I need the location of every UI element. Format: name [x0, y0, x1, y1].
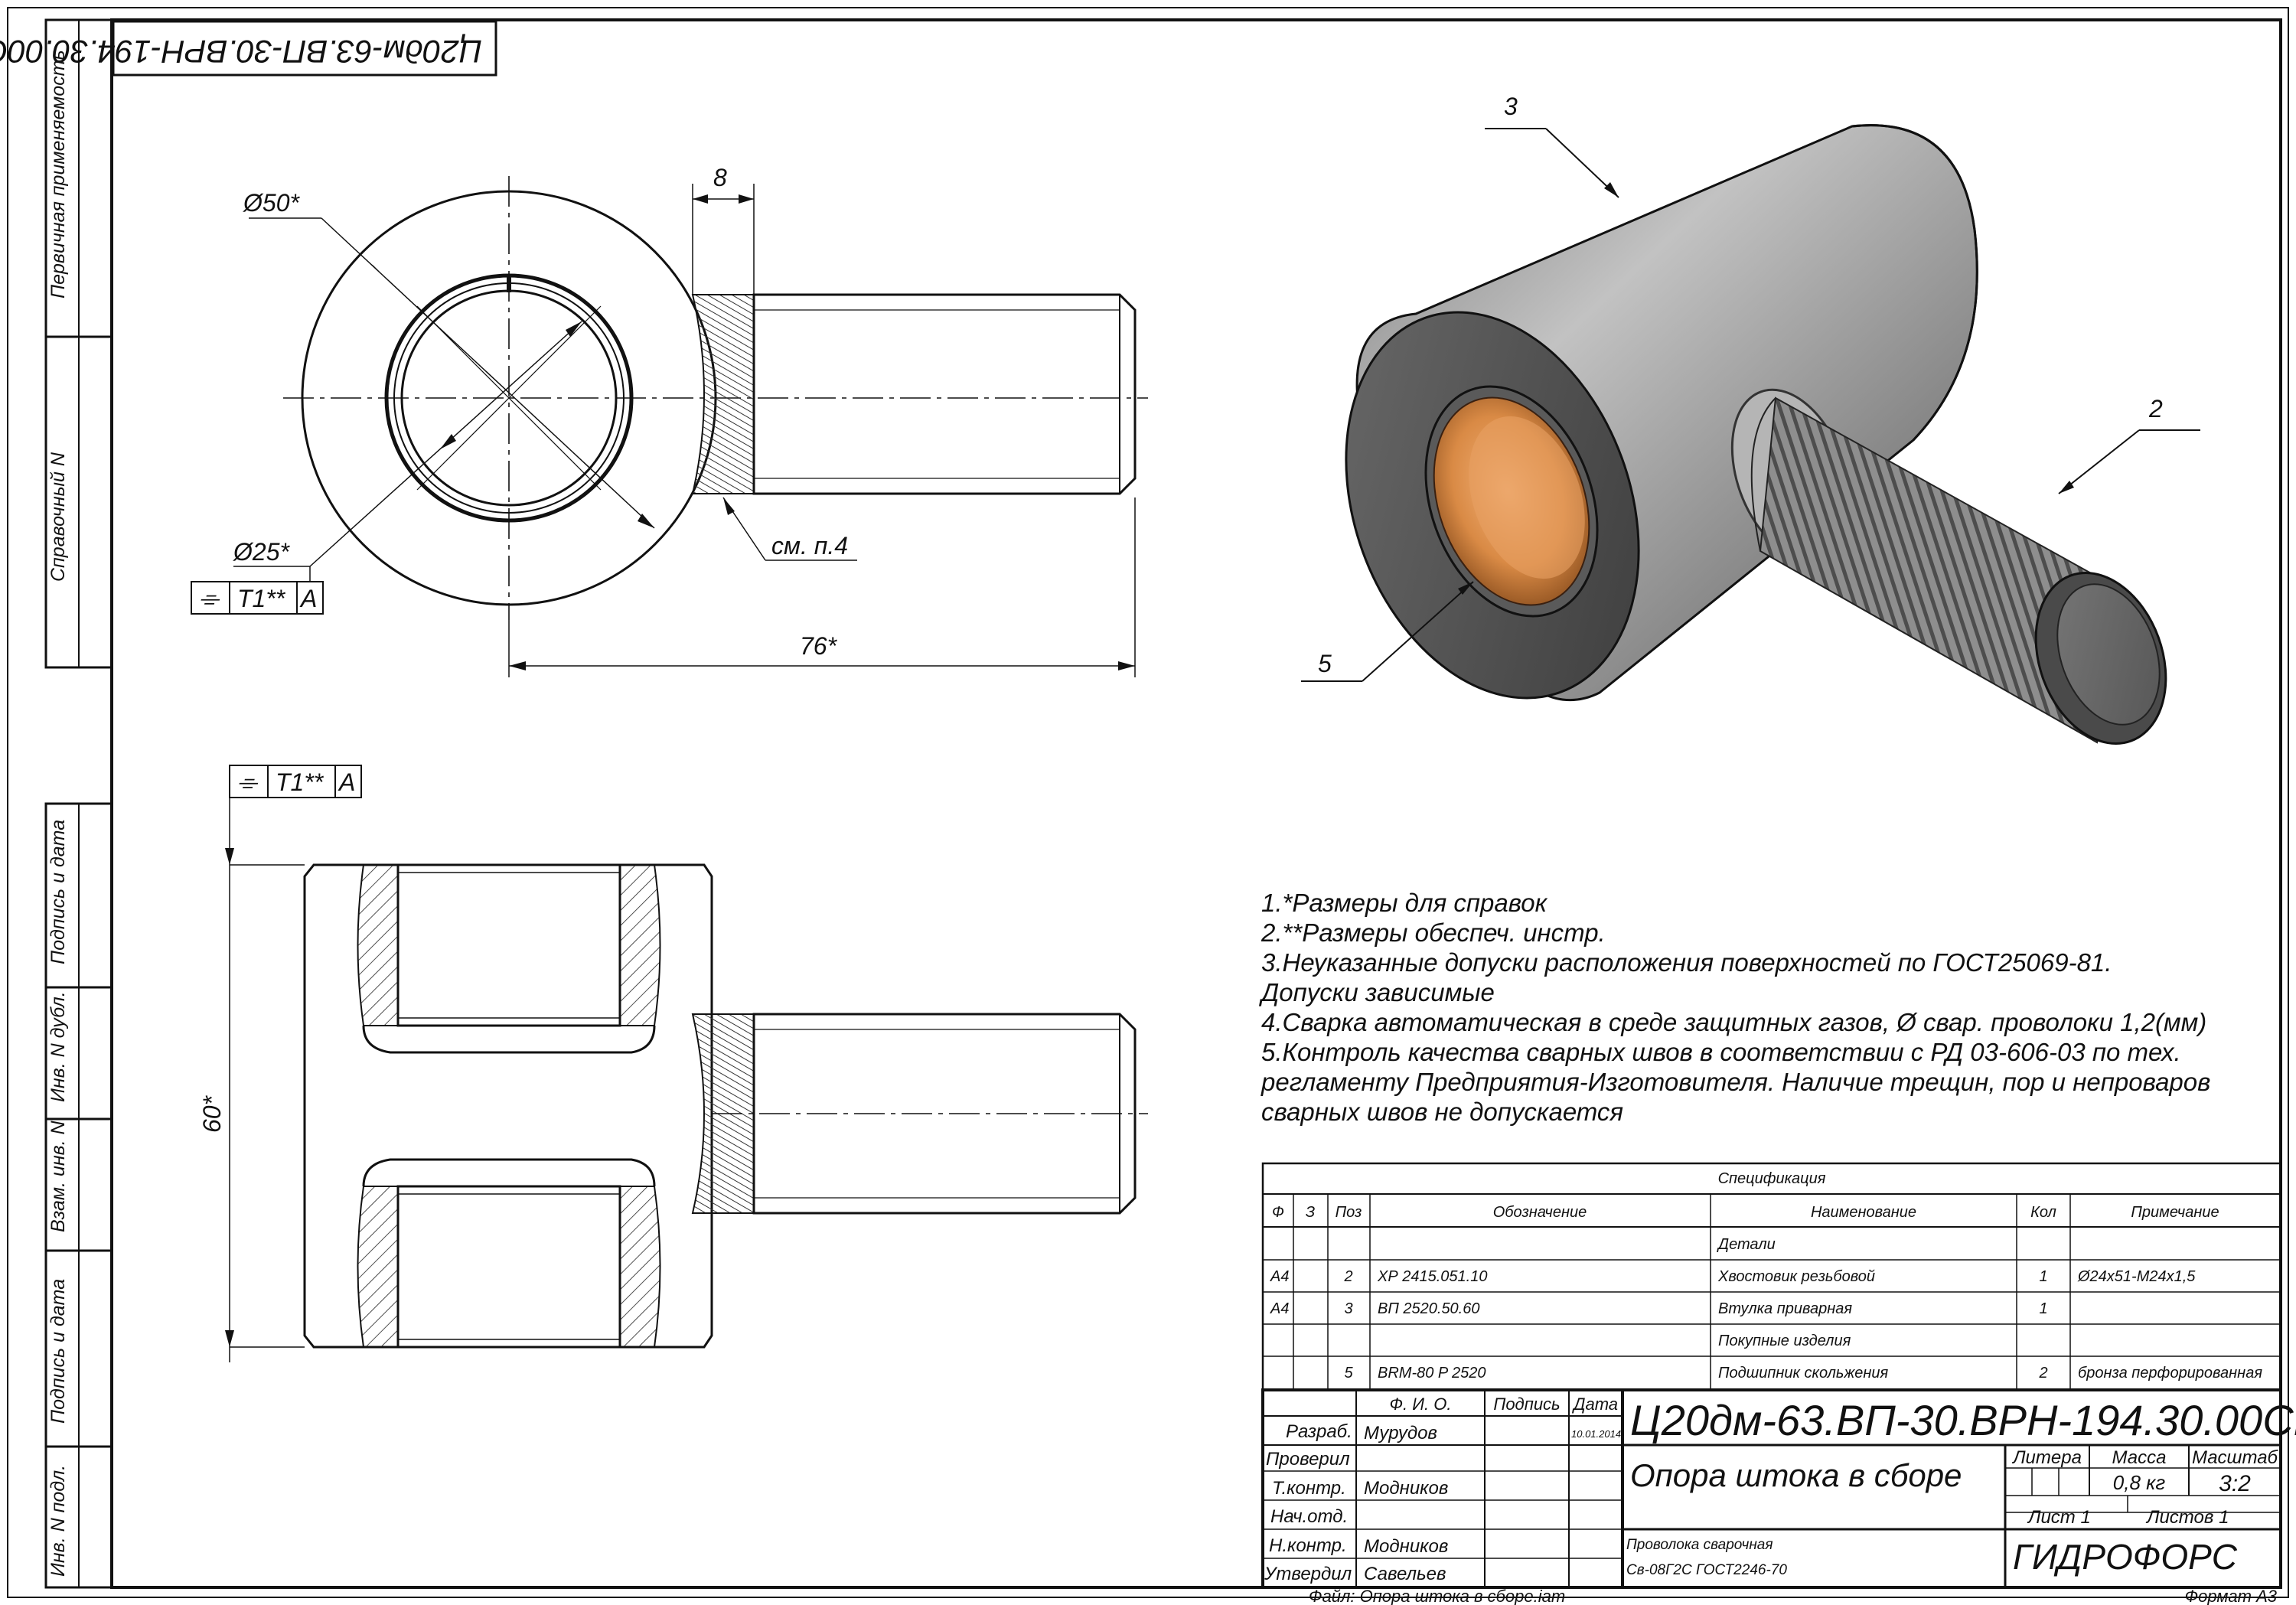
title-block: [1261, 1388, 2282, 1589]
spec-row-designation: ХР 2415.051.10: [1377, 1268, 1487, 1285]
note-line: Допуски зависимые: [1261, 978, 1495, 1006]
spec-row-pos: 5: [1344, 1365, 1353, 1382]
spec-row-format: А4: [1270, 1300, 1289, 1317]
spec-row-qty: 2: [2038, 1365, 2047, 1382]
note-line: 5.Контроль качества сварных швов в соотв…: [1261, 1038, 2181, 1066]
tb-code: Ц20дм-63.ВП-30.ВРН-194.30.00СБ: [1630, 1396, 2296, 1444]
strip-replace-inv: Взам. инв. N: [47, 1120, 69, 1232]
weld-note-ref: см. п.4: [771, 532, 848, 559]
tb-mass: Масса: [2112, 1447, 2167, 1468]
spec-row-designation: ВП 2520.50.60: [1378, 1300, 1480, 1317]
strip-sign-date-1: Подпись и дата: [47, 820, 69, 964]
spec-row-designation: BRM-80 P 2520: [1378, 1365, 1486, 1382]
spec-row-note: бронза перфорированная: [2078, 1365, 2262, 1382]
spec-row-format: А4: [1270, 1268, 1289, 1285]
spec-h-note: Примечание: [2131, 1204, 2219, 1221]
tb-ncontrol-name: Модников: [1364, 1536, 1448, 1557]
note-line: сварных швов не допускается: [1261, 1098, 1624, 1126]
tol1-symbol: ⌯: [199, 584, 220, 612]
tol1-value: T1**: [237, 585, 286, 612]
note-line: 4.Сварка автоматическая в среде защитных…: [1261, 1008, 2207, 1036]
iso-view: [1301, 124, 2200, 745]
tb-tcontrol-name: Модников: [1364, 1478, 1448, 1499]
spec-h-zone: З: [1306, 1204, 1315, 1221]
tb-approve-name: Савельев: [1364, 1564, 1446, 1584]
spec-h-qty: Кол: [2030, 1204, 2056, 1221]
tb-check: Проверил: [1266, 1449, 1350, 1470]
technical-notes: 1.*Размеры для справок 2.**Размеры обесп…: [1261, 888, 2287, 1127]
tb-approve: Утвердил: [1264, 1564, 1352, 1584]
note-line: 2.**Размеры обеспеч. инстр.: [1261, 918, 1606, 947]
front-view: [225, 765, 1148, 1362]
strip-reference-no: Справочный N: [47, 452, 69, 582]
spec-row-name: Хвостовик резьбовой: [1717, 1268, 1875, 1285]
note-line: 1.*Размеры для справок: [1261, 889, 1548, 917]
tb-material-2: Св-08Г2С ГОСТ2246-70: [1626, 1562, 1787, 1578]
tb-develop-date: 10.01.2014: [1571, 1428, 1621, 1440]
tol2-base: A: [338, 768, 355, 796]
dim-8: 8: [713, 164, 727, 191]
rotated-stamp: Ц20дм-63.ВП-30.ВРН-194.30.00СБ: [0, 20, 497, 77]
dim-d50: Ø50*: [243, 189, 300, 217]
tb-mass-value: 0,8 кг: [2113, 1471, 2166, 1494]
footer-format: Формат А3: [2185, 1587, 2278, 1605]
note-line: регламенту Предприятия-Изготовителя. Нал…: [1261, 1068, 2211, 1096]
dim-76: 76*: [800, 632, 838, 660]
strip-primary-use: Первичная применяемость: [47, 50, 69, 298]
spec-row-name: Покупные изделия: [1718, 1333, 1851, 1349]
spec-title: Спецификация: [1718, 1170, 1826, 1187]
tb-material-1: Проволока сварочная: [1626, 1537, 1773, 1553]
tb-col-sign: Подпись: [1493, 1395, 1560, 1414]
spec-row-name: Втулка приварная: [1718, 1300, 1852, 1317]
rotated-stamp-code: Ц20дм-63.ВП-30.ВРН-194.30.00СБ: [0, 34, 482, 70]
spec-h-format: Ф: [1272, 1204, 1284, 1221]
footer-file: Файл: Опора штока в сборе.iam: [1309, 1587, 1565, 1605]
tb-develop-name: Мурудов: [1364, 1423, 1437, 1444]
spec-row-name: Детали: [1717, 1236, 1776, 1253]
callout-2: 2: [2148, 395, 2163, 422]
spec-row-pos: 3: [1344, 1300, 1352, 1317]
tb-doc-name: Опора штока в сборе: [1630, 1457, 1962, 1493]
side-strip: [44, 18, 113, 1589]
tb-ncontrol: Н.контр.: [1269, 1535, 1347, 1556]
strip-orig-inv: Инв. N подл.: [47, 1465, 69, 1577]
tb-tcontrol: Т.контр.: [1272, 1478, 1346, 1499]
tol2-symbol: ⌯: [237, 768, 259, 795]
tb-litera: Литера: [2011, 1447, 2082, 1468]
tb-sheet: Лист 1: [2027, 1507, 2091, 1528]
top-view: [191, 176, 1148, 677]
tol2-value: T1**: [276, 768, 325, 796]
dim-d25: Ø25*: [233, 538, 290, 566]
tb-col-date: Дата: [1571, 1395, 1618, 1414]
spec-row-qty: 1: [2039, 1300, 2047, 1317]
spec-row-pos: 2: [1343, 1268, 1352, 1285]
callout-3: 3: [1504, 93, 1518, 120]
tb-scale: Масштаб: [2192, 1447, 2279, 1468]
spec-h-pos: Поз: [1336, 1204, 1362, 1221]
tb-company: ГИДРОФОРС: [2013, 1537, 2238, 1577]
spec-row-qty: 1: [2039, 1268, 2047, 1285]
strip-dup-inv: Инв. N дубл.: [47, 991, 69, 1102]
callout-5: 5: [1318, 650, 1332, 677]
note-line: 3.Неуказанные допуски расположения повер…: [1261, 948, 2112, 977]
spec-h-designation: Обозначение: [1493, 1204, 1587, 1221]
dim-60: 60*: [198, 1094, 226, 1133]
strip-sign-date-2: Подпись и дата: [47, 1279, 69, 1424]
tb-develop: Разраб.: [1286, 1421, 1352, 1442]
tb-scale-value: 3:2: [2219, 1471, 2251, 1496]
tol1-base: A: [299, 585, 317, 612]
spec-h-name: Наименование: [1811, 1204, 1916, 1221]
tb-sheets: Листов 1: [2145, 1507, 2229, 1528]
tb-dept: Нач.отд.: [1270, 1506, 1348, 1527]
spec-row-note: Ø24х51-М24х1,5: [2077, 1268, 2196, 1285]
tb-col-fio: Ф. И. О.: [1390, 1395, 1452, 1414]
spec-row-name: Подшипник скольжения: [1718, 1365, 1888, 1382]
